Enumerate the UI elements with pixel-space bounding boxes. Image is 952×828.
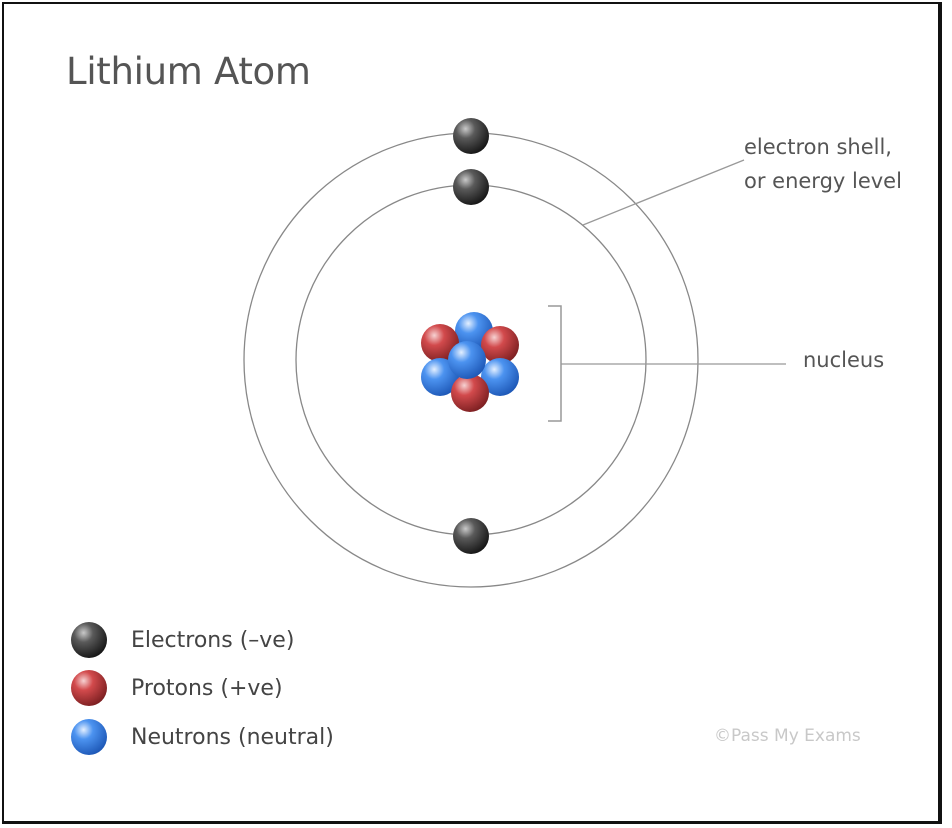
shell-label-line1: electron shell, (744, 135, 892, 159)
nucleus (421, 312, 519, 412)
proton (421, 324, 459, 362)
electron (453, 518, 489, 554)
neutron (421, 358, 459, 396)
electron (453, 169, 489, 205)
legend-item-protons: Protons (+ve) (109, 668, 283, 708)
legend-item-electrons: Electrons (–ve) (109, 620, 294, 660)
copyright-watermark: ©Pass My Exams (714, 726, 861, 746)
legend-neutron-marker (71, 719, 107, 755)
neutron (481, 358, 519, 396)
legend-neutrons-text: Neutrons (neutral) (131, 724, 334, 750)
proton (481, 326, 519, 364)
legend-protons-text: Protons (+ve) (131, 675, 283, 701)
nucleus-bracket (548, 305, 562, 422)
shell-label-line2: or energy level (744, 169, 902, 193)
electron (453, 118, 489, 154)
legend-electrons-text: Electrons (–ve) (131, 627, 295, 653)
diagram-title: Lithium Atom (66, 50, 311, 93)
legend-item-neutrons: Neutrons (neutral) (109, 717, 334, 757)
nucleus-label: nucleus (803, 348, 885, 372)
legend-proton-marker (71, 670, 107, 706)
neutron (448, 341, 486, 379)
shell-leader-line (582, 159, 745, 226)
legend-electron-marker (71, 622, 107, 658)
proton (451, 374, 489, 412)
